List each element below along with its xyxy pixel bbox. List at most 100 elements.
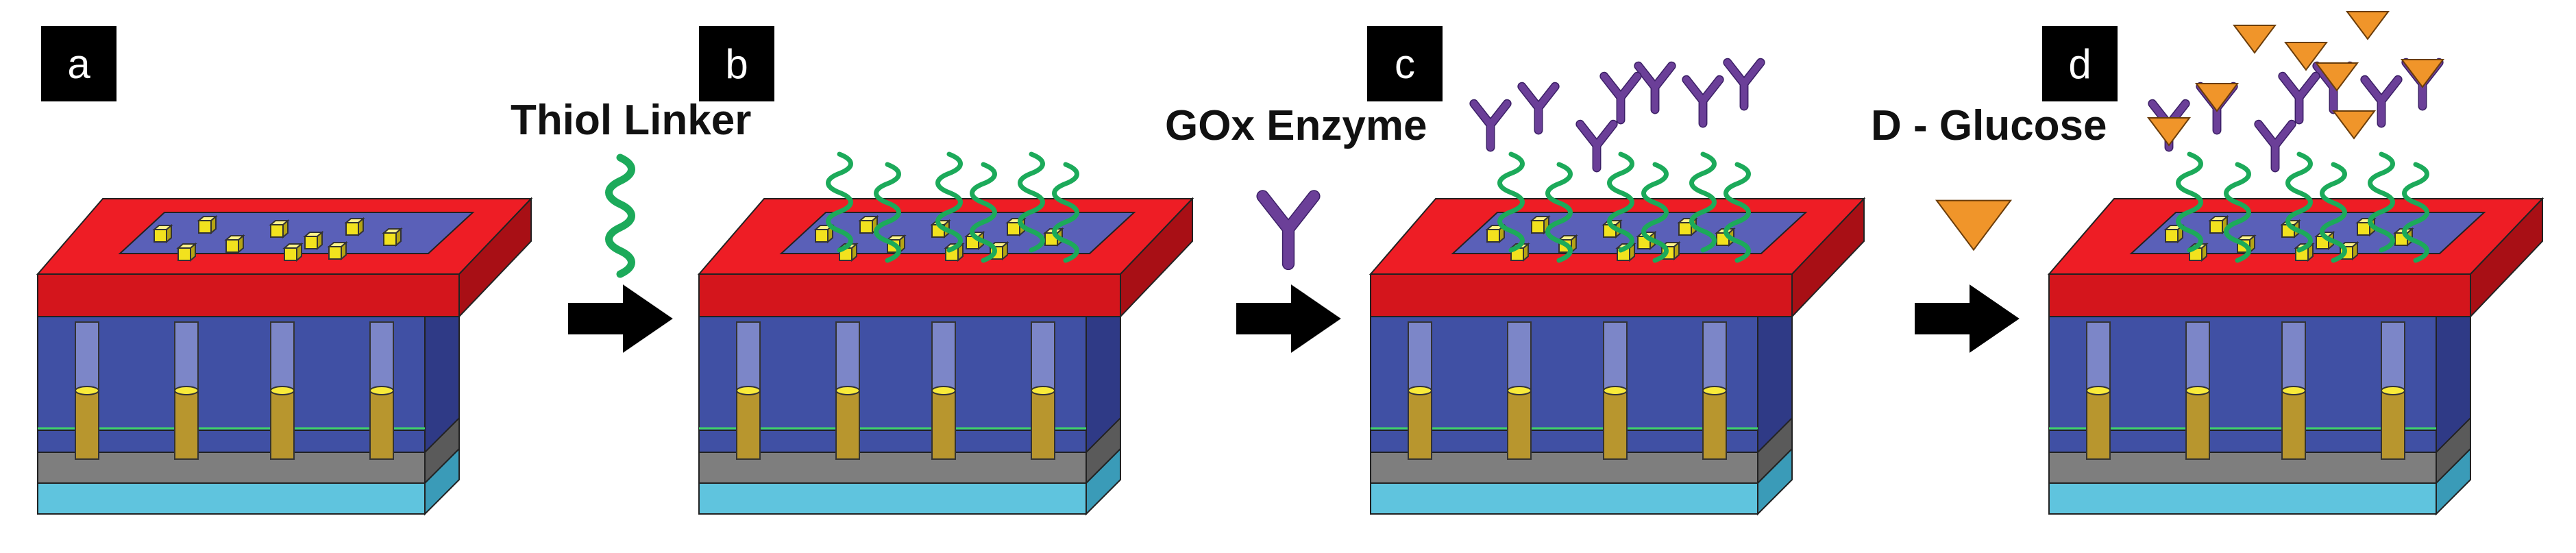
thiol-linker (935, 151, 963, 253)
gox-enzyme (2278, 71, 2320, 125)
gold-pillar (931, 390, 956, 460)
chip-cyan-side (1757, 447, 1793, 516)
pillar-channel (2086, 321, 2111, 391)
chip-cyan-base (1370, 482, 1758, 515)
thiol-linker (2285, 151, 2313, 253)
chip-a (36, 197, 533, 516)
gox-enzyme (2254, 119, 2296, 173)
pillar-channel (1603, 321, 1628, 391)
gold-pillar-top (270, 386, 295, 395)
thiol-linker (2320, 162, 2347, 263)
gold-pillar (1702, 390, 1727, 460)
pillar-channel (174, 321, 199, 391)
thiol-linker (2176, 151, 2203, 253)
thiol-linker-label: Thiol Linker (511, 97, 752, 144)
gold-pillar-top (1702, 386, 1727, 395)
gold-pillar-top (1408, 386, 1432, 395)
chip-red-frame-front (2048, 273, 2471, 317)
gold-pillar (270, 390, 295, 460)
gold-pillar-top (2381, 386, 2405, 395)
step-arrow (568, 284, 673, 353)
gold-nanocube (344, 217, 365, 237)
pillar-channel (1507, 321, 1532, 391)
gold-pillar (1603, 390, 1628, 460)
pillar-channel (75, 321, 99, 391)
pillar-channel (2281, 321, 2306, 391)
d-glucose (2147, 117, 2191, 147)
d-glucose (2284, 42, 2328, 71)
gold-pillar (2185, 390, 2210, 460)
thiol-linker (970, 162, 997, 263)
d-glucose (2401, 59, 2444, 88)
gox-enzyme-icon (1256, 190, 1321, 271)
gold-pillar-top (369, 386, 394, 395)
chip-d (2047, 11, 2544, 516)
d-glucose-icon (1935, 199, 2012, 251)
thiol-linker (1641, 162, 1669, 263)
chip-cyan-base (698, 482, 1087, 515)
gold-nanocube (382, 227, 403, 247)
thiol-linker (1607, 151, 1634, 253)
chip-red-frame-side (1791, 197, 1865, 319)
gold-pillar (2086, 390, 2111, 460)
thiol-linker (874, 162, 901, 263)
gox-enzyme (1517, 82, 1560, 135)
thiol-linker (1497, 151, 1525, 253)
gox-enzyme (1469, 99, 1512, 152)
thiol-linker (2402, 162, 2429, 263)
panel-label-a: a (41, 26, 116, 101)
pillar-channel (1702, 321, 1727, 391)
step-arrow (1915, 284, 2020, 353)
gox-enzyme (1634, 61, 1676, 114)
chip-cyan-base (37, 482, 426, 515)
pillar-channel (270, 321, 295, 391)
chip-cyan-side (2436, 447, 2471, 516)
gox-enzyme-label: GOx Enzyme (1165, 102, 1427, 149)
chip-red-frame-front (1370, 273, 1793, 317)
gold-pillar (2381, 390, 2405, 460)
pillar-channel (1408, 321, 1432, 391)
gold-pillar-top (174, 386, 199, 395)
gold-pillar-top (1603, 386, 1628, 395)
panel-label-c: c (1367, 26, 1443, 101)
thiol-linker (826, 151, 853, 253)
d-glucose-label: D - Glucose (1871, 102, 2107, 149)
panel-label-b: b (699, 26, 774, 101)
gold-nanocube (269, 219, 290, 239)
d-glucose (2233, 25, 2277, 54)
panel-label-d: d (2042, 26, 2118, 101)
chip-red-frame-front (37, 273, 460, 317)
gold-pillar (1507, 390, 1532, 460)
chip-red-frame-side (458, 197, 532, 319)
chip-red-frame-side (2470, 197, 2543, 319)
gold-nanocube (858, 214, 879, 235)
gold-pillar (2281, 390, 2306, 460)
thiol-linker (1689, 151, 1717, 253)
gold-pillar-top (75, 386, 99, 395)
d-glucose (2195, 83, 2239, 112)
gox-enzyme (1723, 58, 1765, 111)
gox-enzyme (1599, 71, 1642, 125)
pillar-channel (835, 321, 860, 391)
gold-pillar (174, 390, 199, 460)
gold-pillar (1408, 390, 1432, 460)
chip-cyan-base (2048, 482, 2437, 515)
gold-pillar-top (2281, 386, 2306, 395)
gold-pillar (75, 390, 99, 460)
gold-pillar-top (931, 386, 956, 395)
pillar-channel (369, 321, 394, 391)
pillar-channel (2381, 321, 2405, 391)
pillar-channel (1031, 321, 1055, 391)
gold-nanocube (303, 230, 324, 251)
d-glucose (2332, 110, 2376, 140)
gold-pillar-top (1031, 386, 1055, 395)
thiol-linker (1724, 162, 1751, 263)
chip-red-frame-front (698, 273, 1121, 317)
gold-pillar-top (2086, 386, 2111, 395)
gold-nanocube (176, 242, 197, 262)
gold-pillar (1031, 390, 1055, 460)
thiol-linker (2368, 151, 2395, 253)
gold-pillar-top (736, 386, 761, 395)
